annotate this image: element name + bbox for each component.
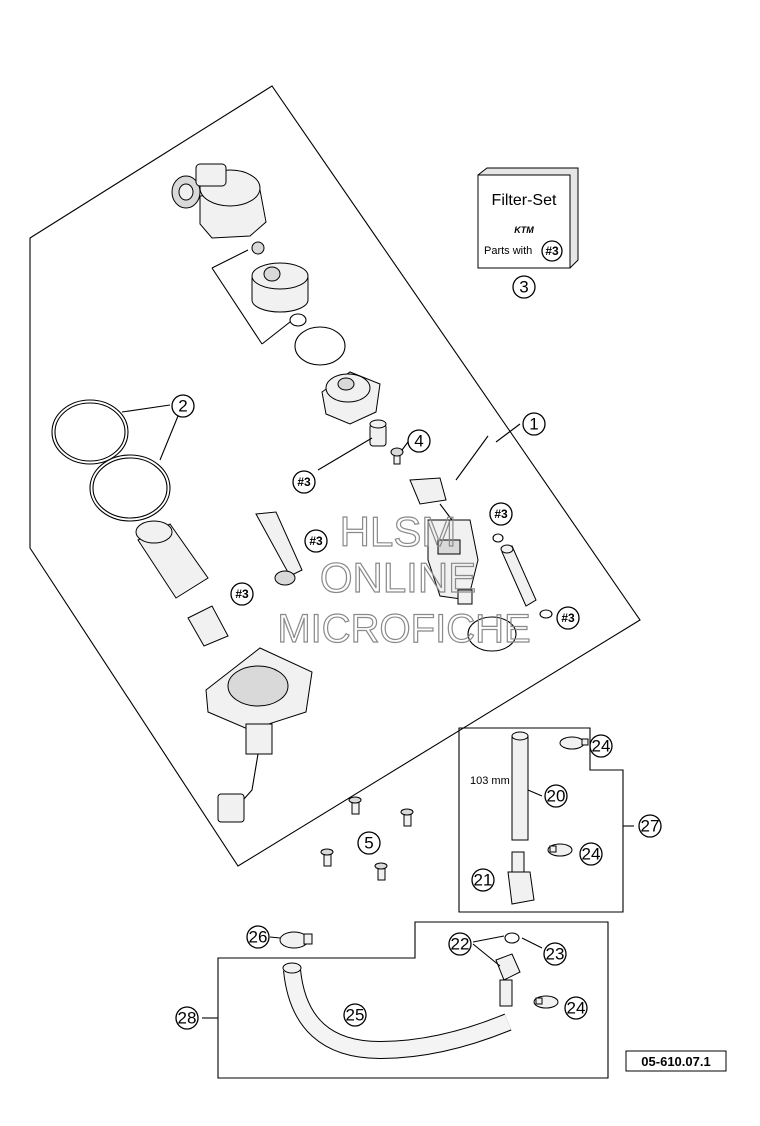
filter-set-parts-label: Parts with [484, 245, 532, 257]
ref-marker-1: #3 [292, 470, 316, 494]
svg-text:#3: #3 [309, 534, 323, 548]
bracket [255, 511, 303, 577]
watermark-line-3: MICROFICHE [277, 607, 530, 651]
o-ring-small [289, 313, 307, 327]
washer-lower [539, 609, 553, 619]
watermark: HLSM ONLINE MICROFICHE [277, 507, 532, 651]
svg-text:28: 28 [178, 1009, 197, 1028]
ref-marker-2: #3 [304, 529, 328, 553]
washer-upper [492, 533, 504, 543]
callout-22: 22 [448, 932, 472, 956]
svg-text:24: 24 [592, 737, 611, 756]
filter-set-ref-marker: #3 [541, 240, 563, 262]
svg-text:26: 26 [249, 928, 268, 947]
o-ring-lower [467, 616, 517, 652]
sleeve [369, 419, 387, 447]
fuel-filter [251, 262, 309, 313]
watermark-line-2: ONLINE [320, 554, 476, 601]
small-nut [251, 241, 265, 255]
filter-set-title: Filter-Set [492, 192, 557, 209]
callout-1: 1 [522, 412, 546, 436]
hose-clamp-b [547, 843, 573, 857]
o-ring-23 [504, 932, 520, 944]
group-28-frame [217, 921, 609, 1079]
hose-segment-20 [511, 731, 529, 841]
svg-text:2: 2 [178, 397, 187, 416]
svg-text:#3: #3 [545, 244, 559, 258]
svg-text:#3: #3 [235, 587, 249, 601]
svg-text:24: 24 [567, 999, 586, 1018]
svg-text:23: 23 [546, 945, 565, 964]
callout-28: 28 [175, 1006, 199, 1030]
svg-text:#3: #3 [494, 507, 508, 521]
watermark-line-1: HLSM [340, 508, 457, 555]
retainer-clip [187, 605, 229, 647]
regulator-housing [321, 371, 381, 425]
hose-clamp-c [533, 995, 559, 1009]
ref-marker-3: #3 [230, 582, 254, 606]
callout-26: 26 [246, 925, 270, 949]
callout-27: 27 [638, 814, 662, 838]
screws-5 [320, 796, 414, 881]
fuel-hose-25 [282, 962, 512, 1060]
svg-text:21: 21 [474, 871, 493, 890]
diagram-code: 05-610.07.1 [641, 1054, 710, 1069]
callout-24-a: 24 [589, 734, 613, 758]
adapter-22 [495, 953, 521, 1007]
callout-21: 21 [471, 868, 495, 892]
pump-flange [205, 647, 313, 823]
screw-4 [390, 447, 404, 465]
sleeve-cylinder [135, 520, 209, 599]
svg-text:20: 20 [547, 787, 566, 806]
svg-text:25: 25 [346, 1006, 365, 1025]
callout-23: 23 [543, 942, 567, 966]
length-dimension: 103 mm [470, 775, 510, 787]
svg-text:#3: #3 [297, 475, 311, 489]
assembly-outline-1 [29, 85, 641, 867]
diagram-code-box: 05-610.07.1 [625, 1050, 727, 1072]
svg-text:5: 5 [364, 834, 373, 853]
callout-2: 2 [171, 394, 195, 418]
filter-set-box: Filter-Set KTM Parts with #3 [477, 167, 579, 269]
pump-body [409, 477, 479, 605]
callout-3: 3 [512, 275, 536, 299]
o-ring-medium [294, 326, 346, 366]
brand-logo: KTM [514, 225, 534, 235]
leader-lines [121, 249, 634, 1019]
ref-marker-4: #3 [489, 502, 513, 526]
callout-4: 4 [407, 429, 431, 453]
svg-text:3: 3 [519, 278, 528, 297]
callout-20: 20 [544, 784, 568, 808]
svg-text:22: 22 [451, 935, 470, 954]
hose-clamp-26 [279, 931, 313, 949]
callout-24-b: 24 [579, 842, 603, 866]
hose-clamp-a [559, 736, 589, 750]
pump-head [171, 163, 267, 239]
group-27-frame [458, 727, 624, 913]
o-ring-large-lower [89, 454, 171, 522]
svg-text:4: 4 [414, 432, 423, 451]
callout-5: 5 [357, 831, 381, 855]
svg-text:24: 24 [582, 845, 601, 864]
ref-marker-5: #3 [556, 606, 580, 630]
svg-text:27: 27 [641, 817, 660, 836]
tube-right [500, 544, 537, 607]
svg-text:1: 1 [529, 415, 538, 434]
clamp-ring [274, 570, 296, 586]
callout-24-c: 24 [564, 996, 588, 1020]
o-ring-large-upper [51, 399, 129, 465]
callout-25: 25 [343, 1003, 367, 1027]
svg-text:#3: #3 [561, 611, 575, 625]
quick-connector-21 [507, 851, 535, 905]
